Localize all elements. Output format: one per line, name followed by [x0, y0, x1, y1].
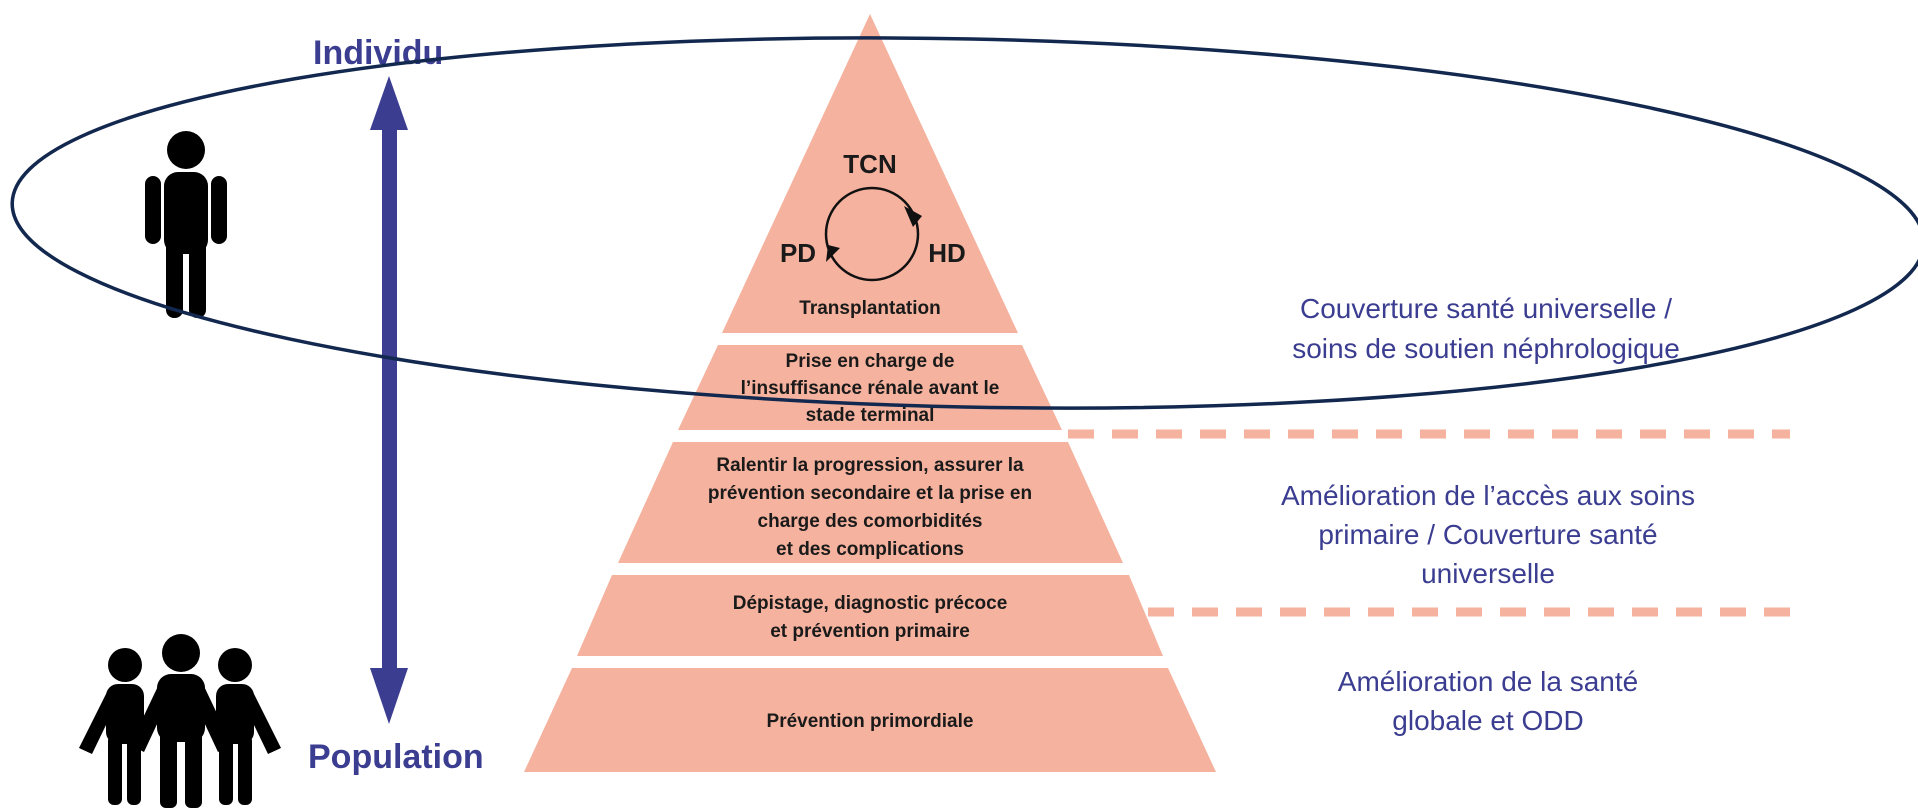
- pyramid-tier-3-label-line-4: et des complications: [776, 539, 964, 560]
- pyramid-tier-slow-progression: [618, 442, 1123, 563]
- cycle-label-hd: HD: [928, 238, 966, 268]
- pyramid-tier-3-label-line-3: charge des comorbidités: [758, 511, 983, 532]
- pyramid-tier-4-label-line-2: et prévention primaire: [770, 621, 970, 642]
- pyramid-tier-transplantation: [722, 14, 1018, 333]
- axis-arrowhead-up-icon: [370, 76, 408, 130]
- pyramid-tier-2-label-line-2: l’insuffisance rénale avant le: [741, 378, 1000, 399]
- pyramid-tier-5-label-line-1: Prévention primordiale: [767, 711, 974, 732]
- pyramid-tier-4-label-line-1: Dépistage, diagnostic précoce: [733, 593, 1008, 614]
- right-label-3-line-2: globale et ODD: [1392, 705, 1583, 736]
- right-side-labels: Couverture santé universelle / soins de s…: [1281, 293, 1695, 736]
- right-label-1-line-1: Couverture santé universelle /: [1300, 293, 1672, 324]
- pyramid-tier-primordial: [524, 668, 1216, 772]
- cycle-circle: [824, 186, 920, 282]
- pyramid-tier-2-label-line-1: Prise en charge de: [786, 351, 955, 372]
- axis-arrowhead-down-icon: [370, 668, 408, 724]
- right-label-3-line-1: Amélioration de la santé: [1338, 666, 1638, 697]
- group-of-people-icon: [79, 634, 281, 808]
- pyramid-tier-2-label-line-3: stade terminal: [806, 405, 935, 426]
- pyramid-tier-pre-terminal: [678, 345, 1062, 430]
- axis-shaft: [382, 120, 397, 680]
- pyramid-tier-screening: [577, 575, 1163, 656]
- individual-population-axis: Individu Population: [308, 34, 484, 776]
- pyramid-tier-1-label-line-1: Transplantation: [799, 298, 940, 319]
- right-label-2-line-3: universelle: [1421, 558, 1555, 589]
- person-icon: [145, 131, 227, 318]
- cycle-arrowhead-right-icon: [904, 206, 922, 227]
- right-label-2-line-2: primaire / Couverture santé: [1318, 519, 1657, 550]
- axis-label-population: Population: [308, 738, 484, 776]
- individual-scope-ellipse: [10, 36, 1918, 410]
- pyramid-tier-3-label-line-2: prévention secondaire et la prise en: [708, 483, 1032, 504]
- cycle-label-tcn: TCN: [843, 149, 896, 179]
- cycle-arrowhead-left-icon: [826, 245, 840, 262]
- cycle-label-pd: PD: [780, 238, 816, 268]
- pyramid-tier-3-label-line-1: Ralentir la progression, assurer la: [716, 455, 1024, 476]
- right-label-1-line-2: soins de soutien néphrologique: [1292, 333, 1680, 364]
- right-label-2-line-1: Amélioration de l’accès aux soins: [1281, 480, 1695, 511]
- pyramid: [524, 14, 1216, 772]
- treatment-cycle: TCN PD HD: [780, 149, 966, 282]
